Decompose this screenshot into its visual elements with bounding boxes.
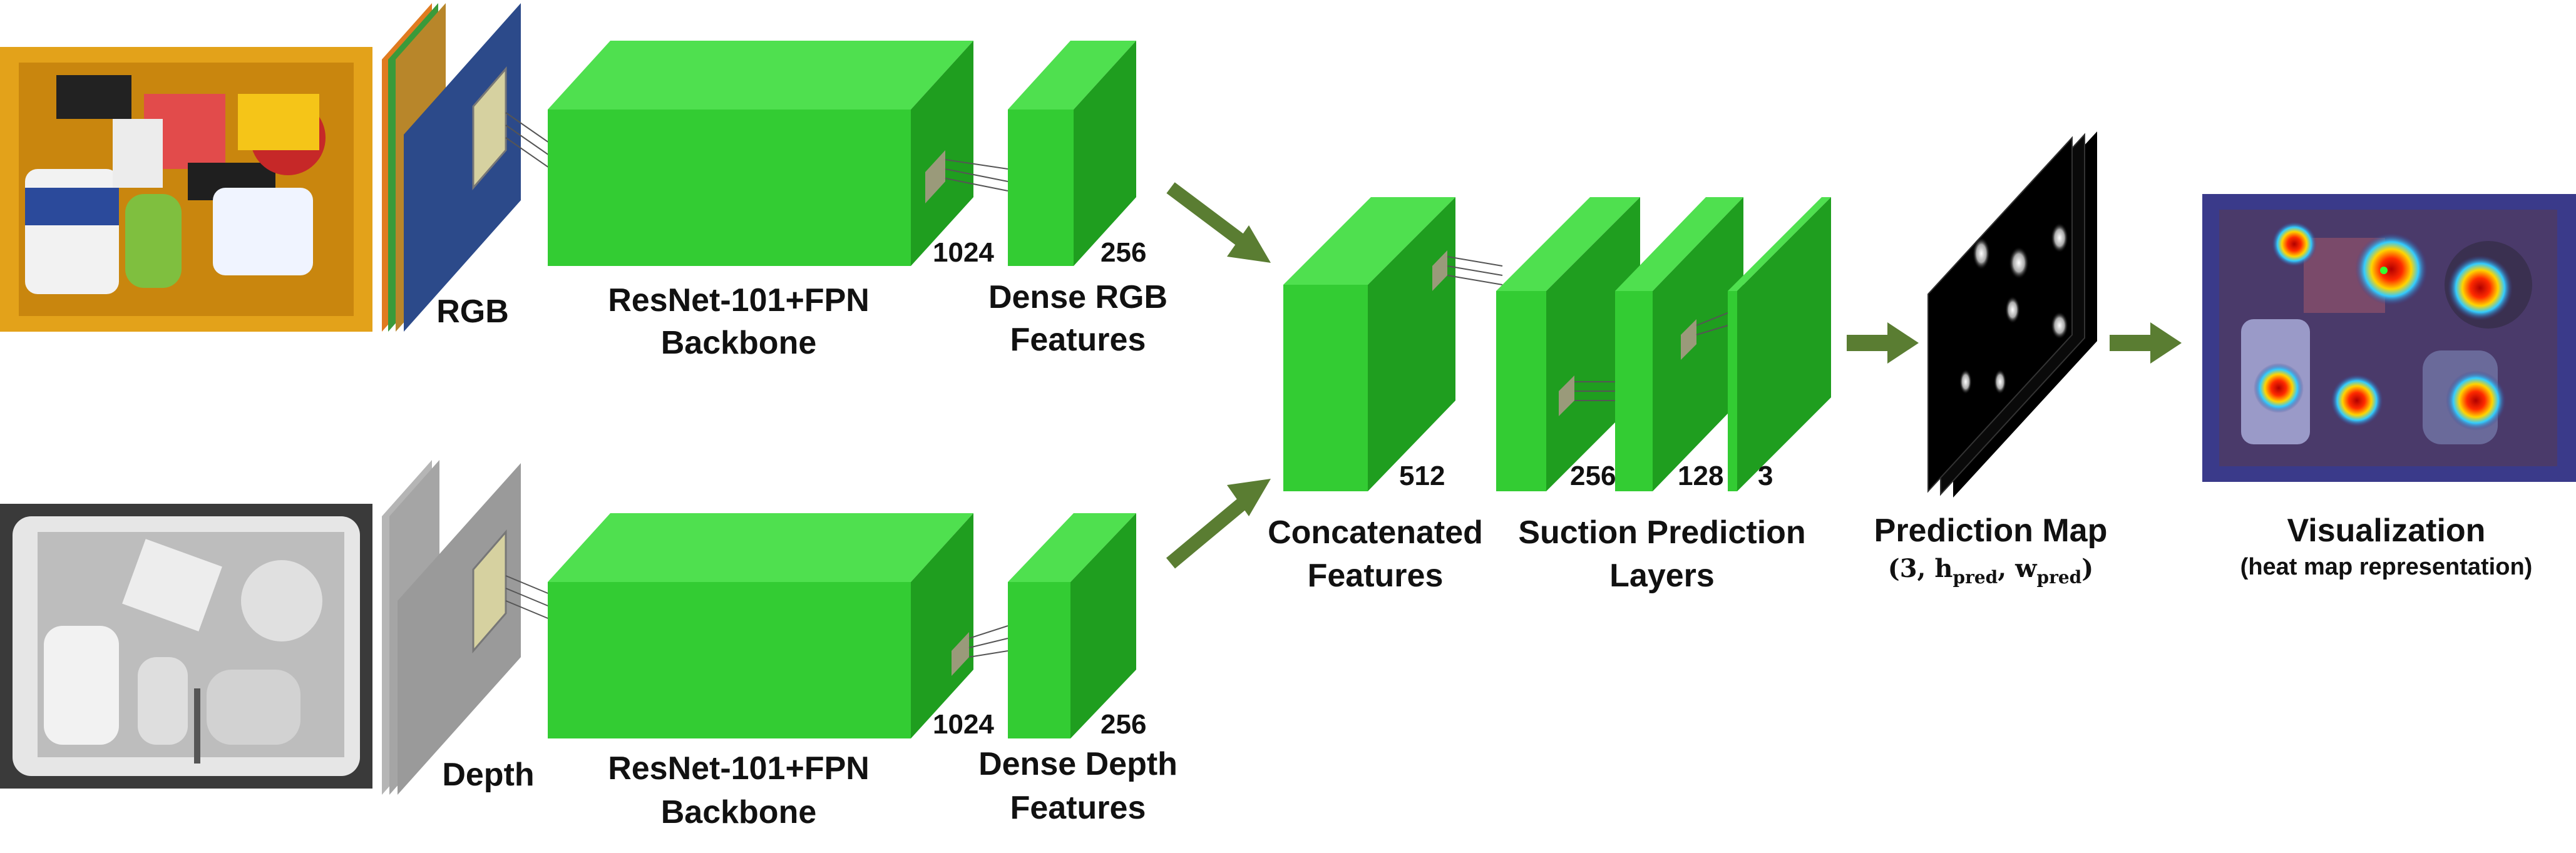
rgb-backbone-block: [548, 41, 1008, 266]
dense-depth-label-line2: Features: [1010, 790, 1146, 826]
dense-depth-label-line1: Dense Depth: [978, 746, 1178, 782]
rgb-backbone-channels: 1024: [933, 237, 994, 268]
concat-channels: 512: [1399, 461, 1445, 491]
arrow-rgb-to-concat: [1166, 182, 1271, 263]
concat-label-line1: Concatenated: [1268, 514, 1483, 551]
suction-layer-3-block: [1728, 197, 1831, 491]
depth-input-label: Depth: [442, 757, 534, 793]
visualization-sublabel: (heat map representation): [2240, 554, 2533, 580]
suction-layer-1-channels: 256: [1570, 461, 1616, 491]
suction-label-line2: Layers: [1609, 558, 1715, 594]
prediction-map-label: Prediction Map: [1874, 513, 2108, 549]
arrow-to-prediction-map: [1847, 322, 1919, 364]
rgb-input-label: RGB: [436, 294, 509, 330]
prediction-map-image: [1927, 131, 2097, 498]
suction-label-line1: Suction Prediction: [1518, 514, 1805, 551]
suction-layer-3-channels: 3: [1758, 461, 1773, 491]
arrow-to-visualization: [2110, 322, 2182, 364]
suction-layer-2-block: [1615, 197, 1743, 491]
rgb-backbone-label-line2: Backbone: [661, 325, 817, 361]
depth-input-image: [0, 504, 372, 789]
depth-backbone-label-line2: Backbone: [661, 794, 817, 830]
depth-backbone-channels: 1024: [933, 709, 994, 740]
rgb-backbone-label-line1: ResNet-101+FPN: [608, 282, 870, 319]
prediction-map-shape: (3, hpred, wpred): [1888, 554, 2093, 588]
arrow-depth-to-concat: [1166, 479, 1271, 569]
depth-plane-front: [398, 463, 521, 795]
concat-label-line2: Features: [1308, 558, 1444, 594]
visualization-label: Visualization: [2287, 513, 2486, 549]
rgb-input-image: [0, 47, 372, 332]
dense-depth-channels: 256: [1101, 709, 1146, 740]
depth-backbone-block: [548, 513, 1008, 738]
depth-channel-stack: [382, 460, 552, 795]
visualization-heatmap-image: [2202, 194, 2576, 482]
dense-depth-features-block: [1008, 513, 1136, 738]
rgb-channel-stack: [382, 3, 552, 332]
concatenated-features-block: [1283, 197, 1503, 491]
depth-backbone-label-line1: ResNet-101+FPN: [608, 750, 870, 787]
dense-rgb-channels: 256: [1101, 237, 1146, 268]
suction-layer-2-channels: 128: [1678, 461, 1723, 491]
dense-rgb-features-block: [1008, 41, 1136, 266]
dense-rgb-label-line2: Features: [1010, 322, 1146, 358]
dense-rgb-label-line1: Dense RGB: [988, 279, 1167, 315]
